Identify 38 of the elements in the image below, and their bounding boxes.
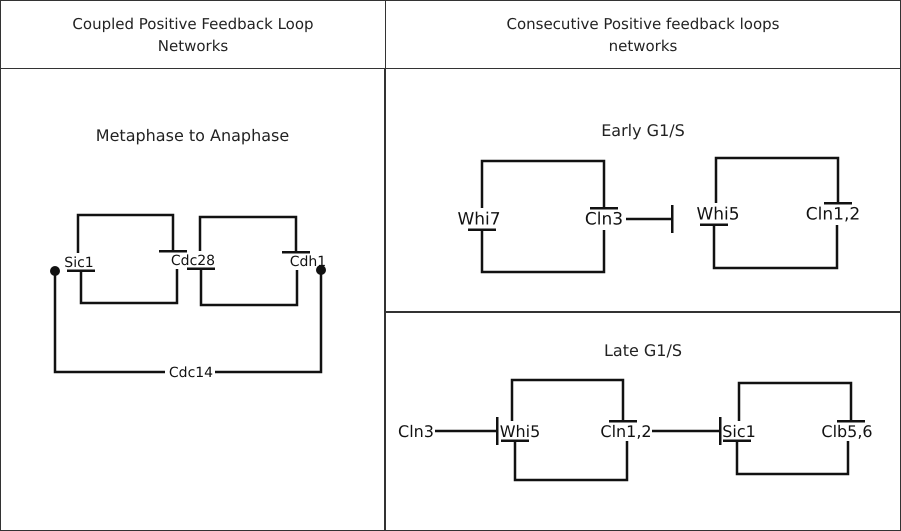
table-cell bbox=[0, 68, 385, 531]
gene-label: Cln3 bbox=[397, 424, 435, 440]
table-cell bbox=[385, 312, 901, 531]
column-header: Consecutive Positive feedback loops networks bbox=[505, 14, 780, 56]
gene-label: Cln1,2 bbox=[804, 206, 862, 224]
inhibition-line bbox=[198, 216, 312, 254]
panel-title: Metaphase to Anaphase bbox=[94, 125, 290, 147]
gene-label: Whi7 bbox=[456, 212, 502, 228]
gene-label: Cdc14 bbox=[168, 366, 214, 380]
inhibition-line bbox=[714, 156, 854, 204]
gene-label: Whi5 bbox=[695, 206, 741, 224]
gene-label: Cln1,2 bbox=[599, 424, 653, 440]
inhibition-line bbox=[66, 269, 178, 304]
column-header: Coupled Positive Feedback Loop Networks bbox=[71, 14, 315, 56]
inhibition-line bbox=[698, 224, 838, 270]
inhibition-line bbox=[466, 228, 606, 274]
gene-label: Whi5 bbox=[498, 424, 542, 440]
inhibition-line bbox=[626, 204, 674, 234]
gene-label: Cdh1 bbox=[288, 255, 328, 269]
inhibition-line bbox=[215, 265, 326, 374]
inhibition-line bbox=[500, 440, 628, 482]
gene-label: Cdc28 bbox=[170, 254, 216, 268]
inhibition-line bbox=[652, 416, 722, 446]
gene-label: Cln3 bbox=[584, 212, 624, 228]
inhibition-line bbox=[186, 268, 298, 306]
inhibition-line bbox=[76, 214, 188, 253]
inhibition-line bbox=[50, 266, 165, 374]
gene-label: Sic1 bbox=[721, 424, 757, 440]
inhibition-line bbox=[722, 440, 850, 476]
inhibition-line bbox=[435, 416, 498, 446]
table-cell bbox=[385, 68, 901, 312]
panel-title: Early G1/S bbox=[600, 120, 686, 142]
gene-label: Sic1 bbox=[63, 256, 95, 270]
gene-label: Clb5,6 bbox=[820, 424, 874, 440]
inhibition-line bbox=[480, 160, 620, 210]
inhibition-line bbox=[510, 378, 638, 422]
inhibition-line bbox=[738, 382, 866, 422]
panel-title: Late G1/S bbox=[602, 340, 684, 362]
